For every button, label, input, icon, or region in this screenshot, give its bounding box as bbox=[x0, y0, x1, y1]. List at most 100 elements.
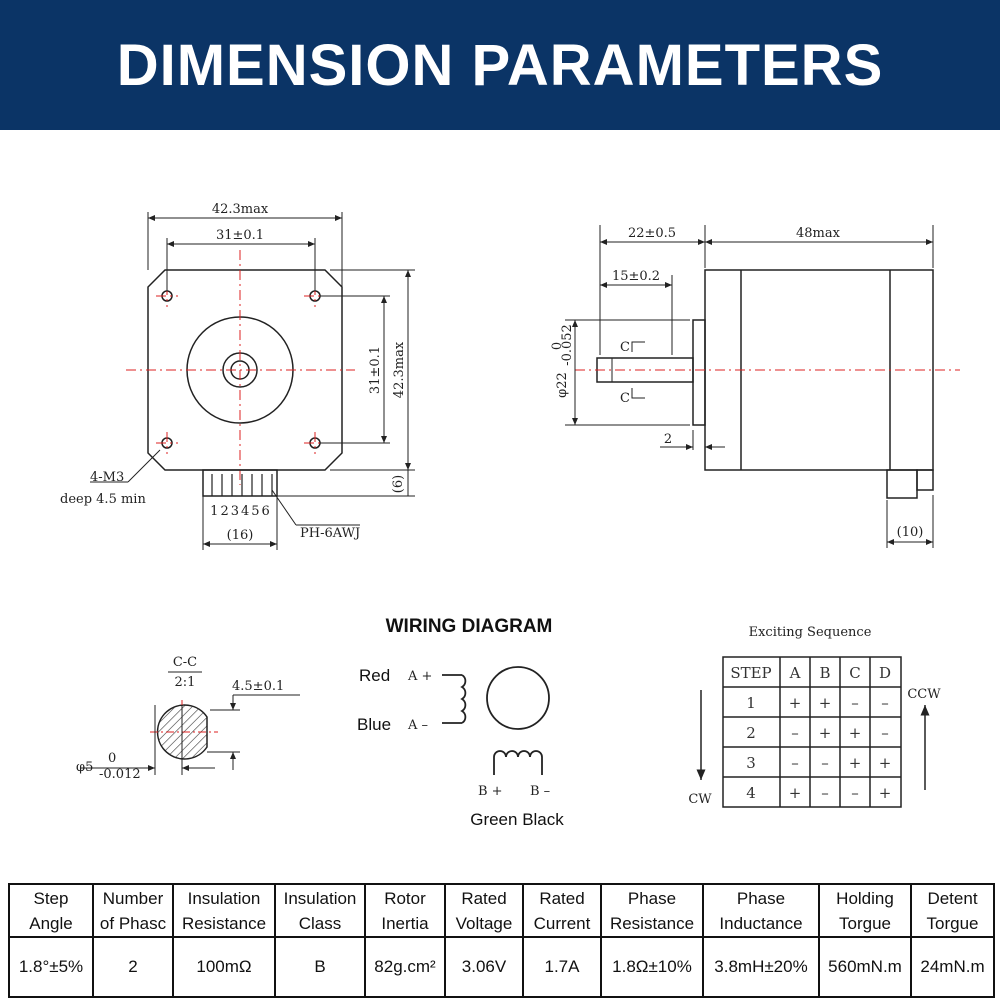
wiring-diagram bbox=[442, 666, 550, 775]
dim-body-length: 48max bbox=[796, 226, 841, 241]
section-view bbox=[80, 671, 300, 775]
seq-cell: 1 bbox=[746, 694, 756, 712]
dim-hole-spacing-vertical: 31±0.1 bbox=[368, 346, 383, 394]
seq-header-a: A bbox=[789, 664, 801, 682]
front-view bbox=[90, 212, 415, 550]
section-tol-upper: 0 bbox=[108, 751, 116, 766]
spec-value-insulation-class: B bbox=[274, 936, 366, 998]
dim-overall-width: 42.3max bbox=[212, 202, 269, 217]
spec-value-rotor-inertia: 82g.cm² bbox=[364, 936, 446, 998]
seq-header-c: C bbox=[849, 664, 860, 682]
spec-value-phase-inductance: 3.8mH±20% bbox=[702, 936, 820, 998]
seq-cell: – bbox=[791, 724, 799, 742]
wire-a-minus: A – bbox=[407, 718, 428, 733]
spec-value-detent-torque: 24mN.m bbox=[910, 936, 995, 998]
spec-value-phases: 2 bbox=[92, 936, 174, 998]
section-tol-lower: -0.012 bbox=[99, 767, 141, 782]
wire-green-black-label: Green Black bbox=[470, 810, 564, 829]
sequence-arrows bbox=[696, 690, 930, 790]
section-mark-top: C bbox=[620, 340, 630, 355]
dim-shaft-length: 22±0.5 bbox=[628, 226, 676, 241]
wire-blue-label: Blue bbox=[357, 715, 391, 734]
spec-value-rated-voltage: 3.06V bbox=[444, 936, 524, 998]
rotor-circle bbox=[486, 666, 550, 730]
seq-header-d: D bbox=[879, 664, 891, 682]
seq-cell: + bbox=[849, 754, 862, 772]
seq-header-b: B bbox=[819, 664, 830, 682]
seq-cell: + bbox=[789, 784, 802, 802]
cw-label: CW bbox=[688, 792, 712, 807]
wire-b-plus: B + bbox=[478, 784, 503, 799]
seq-cell: – bbox=[851, 784, 859, 802]
section-diameter: φ5 bbox=[76, 760, 93, 775]
section-title: C-C bbox=[173, 655, 197, 670]
seq-cell: + bbox=[819, 724, 832, 742]
seq-cell: – bbox=[881, 724, 889, 742]
spec-value-phase-resistance: 1.8Ω±10% bbox=[600, 936, 704, 998]
connector-type-label: PH-6AWJ bbox=[300, 526, 360, 541]
connector-body bbox=[202, 469, 278, 497]
thread-spec-label: 4-M3 bbox=[90, 470, 124, 485]
sequence-title: Exciting Sequence bbox=[749, 625, 872, 640]
seq-cell: 3 bbox=[746, 754, 756, 772]
seq-cell: + bbox=[879, 784, 892, 802]
coil-a bbox=[460, 674, 467, 724]
dim-connector-width: (16) bbox=[227, 528, 254, 543]
wire-red-label: Red bbox=[359, 666, 390, 685]
spec-value-insulation-resistance: 100mΩ bbox=[172, 936, 276, 998]
seq-cell: – bbox=[821, 784, 829, 802]
page-title: DIMENSION PARAMETERS bbox=[116, 32, 884, 98]
wire-b-minus: B – bbox=[530, 784, 550, 799]
wiring-title: WIRING DIAGRAM bbox=[386, 616, 553, 637]
wire-a-plus: A + bbox=[407, 669, 432, 684]
dim-boss-height: 2 bbox=[664, 432, 672, 447]
thread-depth-label: deep 4.5 min bbox=[60, 492, 146, 507]
spec-value-step-angle: 1.8°±5% bbox=[8, 936, 94, 998]
dim-hole-spacing: 31±0.1 bbox=[216, 228, 264, 243]
coil-b bbox=[493, 750, 543, 758]
sequence-cells: STEP A B C D 1 + + – – 2 – + + – 3 – – +… bbox=[730, 664, 891, 802]
dim-boss-diameter: φ22 bbox=[555, 372, 570, 398]
boss-tol-lower: -0.052 bbox=[560, 324, 575, 366]
seq-cell: – bbox=[821, 754, 829, 772]
boss-tol-upper: 0 bbox=[550, 342, 565, 350]
mount-boss bbox=[692, 319, 706, 426]
section-flat-dim: 4.5±0.1 bbox=[232, 679, 284, 694]
section-scale: 2:1 bbox=[175, 675, 196, 690]
side-view bbox=[565, 225, 960, 548]
seq-cell: + bbox=[819, 694, 832, 712]
specs-value-row: 1.8°±5% 2 100mΩ B 82g.cm² 3.06V 1.7A 1.8… bbox=[8, 936, 995, 998]
section-mark-bottom: C bbox=[620, 391, 630, 406]
connector-pin-numbers: 123456 bbox=[210, 504, 272, 519]
seq-cell: 2 bbox=[746, 724, 756, 742]
side-connector bbox=[886, 469, 918, 499]
sequence-table bbox=[722, 656, 902, 808]
seq-cell: + bbox=[849, 724, 862, 742]
spec-value-rated-current: 1.7A bbox=[522, 936, 602, 998]
seq-header-step: STEP bbox=[730, 664, 771, 682]
dim-connector-offset: (6) bbox=[391, 475, 406, 493]
motor-face-outline bbox=[147, 269, 343, 471]
seq-cell: + bbox=[789, 694, 802, 712]
seq-cell: 4 bbox=[746, 784, 756, 802]
ccw-label: CCW bbox=[907, 687, 941, 702]
header-banner: DIMENSION PARAMETERS bbox=[0, 0, 1000, 130]
dim-overall-height: 42.3max bbox=[392, 341, 407, 398]
seq-cell: – bbox=[881, 694, 889, 712]
seq-cell: – bbox=[791, 754, 799, 772]
dim-flat-length: 15±0.2 bbox=[612, 269, 660, 284]
seq-cell: + bbox=[879, 754, 892, 772]
seq-cell: – bbox=[851, 694, 859, 712]
